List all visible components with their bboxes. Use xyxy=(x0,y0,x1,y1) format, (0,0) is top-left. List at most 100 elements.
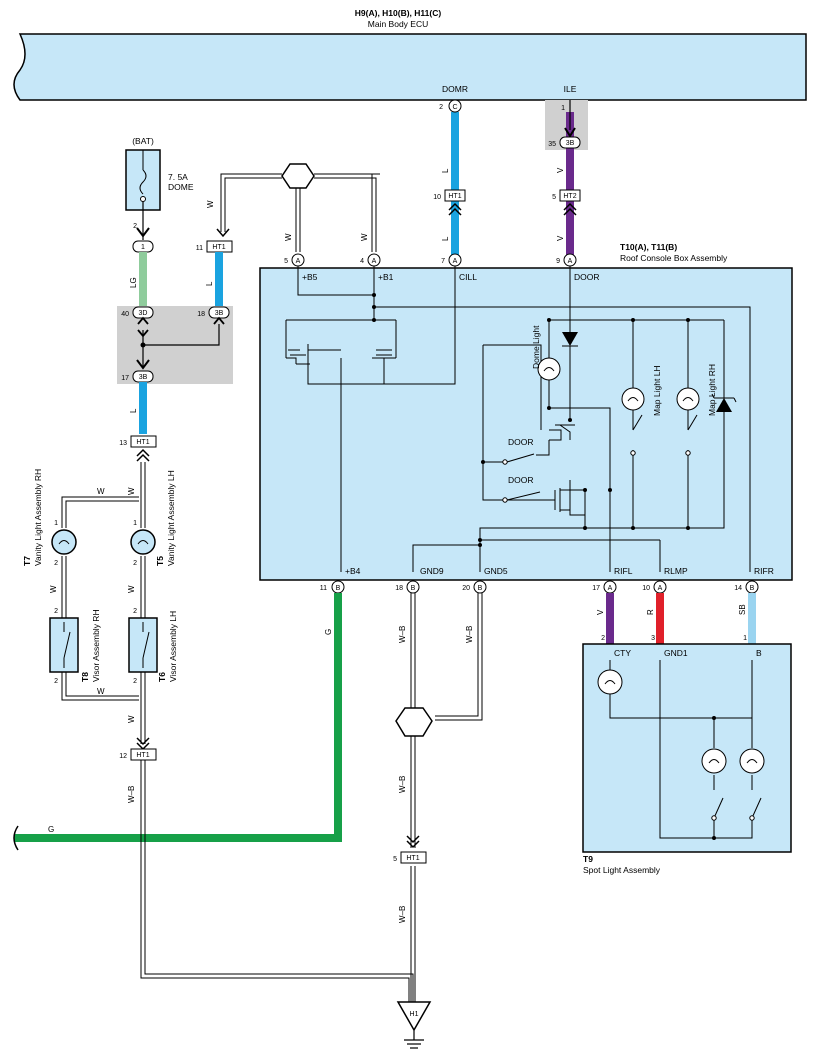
svg-text:A: A xyxy=(453,258,458,265)
svg-text:1: 1 xyxy=(561,105,565,112)
roof-console-box xyxy=(259,267,793,581)
svg-text:G: G xyxy=(48,825,54,834)
svg-text:CTY: CTY xyxy=(614,648,631,658)
svg-text:HT1: HT1 xyxy=(136,439,149,446)
connector-ht1-13 xyxy=(130,435,157,448)
map-light-lh-bulb-icon xyxy=(621,387,645,411)
svg-text:W–B: W–B xyxy=(127,786,136,803)
svg-text:Vanity Light Assembly RH: Vanity Light Assembly RH xyxy=(33,469,43,566)
svg-text:3: 3 xyxy=(651,635,655,642)
svg-text:7: 7 xyxy=(441,258,445,265)
svg-text:W–B: W–B xyxy=(398,906,407,923)
svg-text:11: 11 xyxy=(196,245,203,252)
spot-bulb-1-icon xyxy=(701,748,727,774)
pin-domr: DOMR xyxy=(442,84,468,94)
svg-text:G: G xyxy=(324,629,333,635)
svg-text:Vanity Light Assembly LH: Vanity Light Assembly LH xyxy=(166,470,176,566)
svg-text:2: 2 xyxy=(133,608,137,615)
connector-3b-35 xyxy=(559,136,581,149)
diode-icon xyxy=(562,332,578,346)
svg-text:14: 14 xyxy=(734,585,742,592)
svg-text:+B4: +B4 xyxy=(345,566,361,576)
svg-text:3B: 3B xyxy=(566,140,575,147)
svg-text:10: 10 xyxy=(642,585,650,592)
svg-text:20: 20 xyxy=(462,585,470,592)
svg-text:2: 2 xyxy=(439,104,443,111)
svg-text:+B5: +B5 xyxy=(302,272,318,282)
svg-text:T5: T5 xyxy=(155,556,165,566)
connector-ht1-10 xyxy=(444,189,466,202)
svg-text:2: 2 xyxy=(601,635,605,642)
svg-text:2: 2 xyxy=(54,678,58,685)
svg-text:3D: 3D xyxy=(139,310,148,317)
svg-text:W–B: W–B xyxy=(398,776,407,793)
svg-text:4: 4 xyxy=(360,258,364,265)
svg-text:1: 1 xyxy=(743,635,747,642)
cty-bulb-icon xyxy=(597,669,623,695)
svg-text:13: 13 xyxy=(119,440,127,447)
fuse-rating: 7. 5A xyxy=(168,172,188,182)
svg-text:V: V xyxy=(556,167,565,173)
svg-text:B: B xyxy=(756,648,762,658)
svg-text:A: A xyxy=(296,258,301,265)
svg-text:B: B xyxy=(750,585,755,592)
svg-text:5: 5 xyxy=(552,194,556,201)
svg-text:Map Light LH: Map Light LH xyxy=(652,365,662,416)
svg-text:V: V xyxy=(596,609,605,615)
svg-text:40: 40 xyxy=(121,311,129,318)
roof-console-connectors: T10(A), T11(B) xyxy=(620,242,677,252)
svg-text:RIFR: RIFR xyxy=(754,566,774,576)
svg-text:W–B: W–B xyxy=(465,626,474,643)
ecu-connectors: H9(A), H10(B), H11(C) xyxy=(355,8,442,18)
svg-text:Visor Assembly RH: Visor Assembly RH xyxy=(91,609,101,682)
svg-text:A: A xyxy=(372,258,377,265)
svg-text:W: W xyxy=(49,585,58,593)
svg-text:35: 35 xyxy=(548,141,556,148)
svg-text:Spot Light Assembly: Spot Light Assembly xyxy=(583,865,661,875)
svg-text:W: W xyxy=(127,585,136,593)
svg-text:W: W xyxy=(97,487,105,496)
svg-text:9: 9 xyxy=(556,258,560,265)
svg-text:HT1: HT1 xyxy=(406,855,419,862)
svg-text:Dome Light: Dome Light xyxy=(531,325,541,369)
pin-ile: ILE xyxy=(564,84,577,94)
svg-text:18: 18 xyxy=(197,311,205,318)
svg-text:11: 11 xyxy=(320,585,327,592)
svg-text:L: L xyxy=(129,408,138,413)
fuse-source: (BAT) xyxy=(132,136,154,146)
svg-text:T6: T6 xyxy=(157,672,167,682)
svg-text:CILL: CILL xyxy=(459,272,477,282)
svg-text:HT1: HT1 xyxy=(136,752,149,759)
svg-text:T7: T7 xyxy=(22,556,32,566)
svg-text:B: B xyxy=(478,585,483,592)
svg-text:HT1: HT1 xyxy=(212,244,225,251)
svg-text:SB: SB xyxy=(738,604,747,615)
svg-text:A: A xyxy=(658,585,663,592)
svg-text:W: W xyxy=(360,233,369,241)
svg-text:5: 5 xyxy=(393,856,397,863)
spot-bulb-2-icon xyxy=(739,748,765,774)
svg-text:Visor Assembly LH: Visor Assembly LH xyxy=(168,611,178,682)
svg-text:2: 2 xyxy=(54,560,58,567)
svg-text:HT2: HT2 xyxy=(563,193,576,200)
svg-text:DOOR: DOOR xyxy=(574,272,600,282)
svg-text:W: W xyxy=(127,487,136,495)
svg-text:B: B xyxy=(411,585,416,592)
svg-text:GND5: GND5 xyxy=(484,566,508,576)
connector-ht1-5 xyxy=(400,851,427,864)
svg-text:17: 17 xyxy=(121,375,129,382)
svg-text:W: W xyxy=(284,233,293,241)
connector-ht1-12 xyxy=(130,748,157,761)
vanity-lh-bulb-icon xyxy=(130,529,156,555)
svg-text:DOOR: DOOR xyxy=(508,475,534,485)
svg-text:Map Light RH: Map Light RH xyxy=(707,364,717,416)
svg-text:1: 1 xyxy=(133,520,137,527)
svg-text:+B1: +B1 xyxy=(378,272,394,282)
svg-text:GND1: GND1 xyxy=(664,648,688,658)
svg-text:DOOR: DOOR xyxy=(508,437,534,447)
svg-text:3B: 3B xyxy=(215,310,224,317)
dome-light-bulb-icon xyxy=(537,357,561,381)
svg-text:L: L xyxy=(441,168,450,173)
svg-text:2: 2 xyxy=(133,678,137,685)
svg-text:L: L xyxy=(441,236,450,241)
